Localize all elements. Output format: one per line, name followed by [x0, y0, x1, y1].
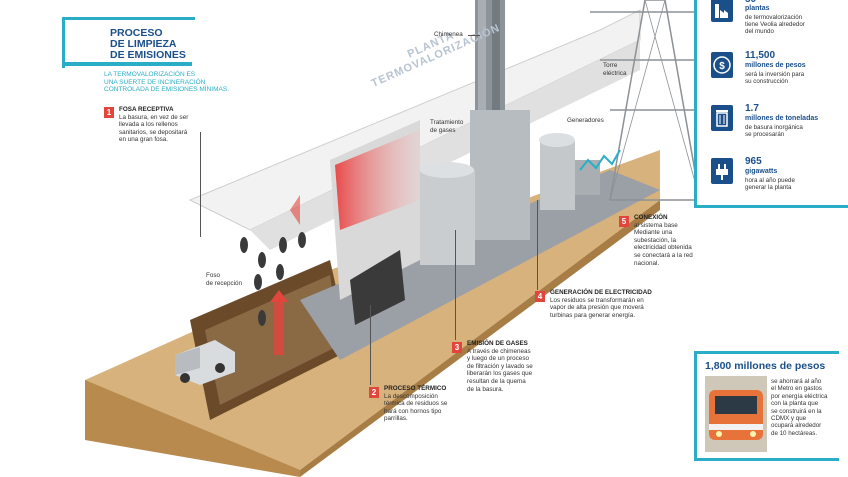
- stat-unit: gigawatts: [745, 168, 778, 175]
- stat-value: 1.7: [745, 103, 759, 114]
- intro-line-3: CONTROLADA DE EMISIONES MÍNIMAS.: [104, 86, 229, 93]
- step-heading: FOSA RECEPTIVA: [119, 106, 174, 113]
- metro-desc-line: CDMX y que: [771, 415, 807, 423]
- stat-unit: plantas: [745, 5, 770, 12]
- svg-text:$: $: [719, 61, 725, 72]
- step-number-2: 2: [369, 387, 379, 398]
- step-line: turbinas para generar energía.: [550, 311, 636, 319]
- metro-desc-line: con la planta que: [771, 400, 819, 408]
- title-line-1: PROCESO: [110, 27, 163, 39]
- step-line: al sistema base: [634, 221, 678, 229]
- metro-train-image: [705, 376, 767, 452]
- stat-desc-line: será la inversión para: [745, 71, 805, 78]
- stat-desc: hora al año puede generar la planta: [745, 177, 845, 191]
- tratamiento-label: Tratamiento de gases: [430, 119, 463, 134]
- stat-desc: será la inversión para su construcción: [745, 71, 845, 85]
- step-line: en una gran fosa.: [119, 136, 169, 144]
- step-line: sanitarios, se depositará: [119, 128, 188, 136]
- chimenea-label: Chimenea: [434, 31, 463, 38]
- metro-desc-line: de 10 hectáreas.: [771, 429, 818, 437]
- stat-unit: millones de pesos: [745, 62, 806, 69]
- title-underline: [62, 62, 192, 66]
- step-line: liberarán los gases que: [467, 370, 533, 378]
- step-line: La descomposición: [384, 392, 438, 400]
- step-number-5: 5: [619, 216, 629, 227]
- dollar-icon: $: [711, 52, 733, 78]
- step-line: térmica de residuos se: [384, 400, 448, 408]
- stat-desc: de basura inorgánica se procesarán: [745, 124, 845, 138]
- foso-label-line-2: de recepción: [206, 279, 243, 287]
- intro-text: LA TERMOVALORIZACIÓN ES UNA SUERTE DE IN…: [104, 71, 254, 94]
- step-generacion-electricidad: GENERACIÓN DE ELECTRICIDAD Los residuos …: [550, 289, 685, 319]
- stat-desc-line: del mundo: [745, 28, 774, 36]
- step-conexion: CONEXIÓN al sistema base Mediante una su…: [634, 214, 714, 267]
- stat-desc-line: su construcción: [745, 78, 788, 86]
- step-line: nacional.: [634, 259, 660, 267]
- stat-unit: millones de toneladas: [745, 115, 819, 122]
- step-line: vapor de alta presión que moverá: [550, 304, 644, 312]
- step-number-4: 4: [535, 291, 545, 302]
- step-number-3: 3: [452, 342, 462, 353]
- stat-desc-line: se procesarán: [745, 131, 785, 139]
- step-line: se conectará a la red: [634, 251, 693, 259]
- metro-desc-line: por energía eléctrica: [771, 392, 828, 400]
- foso-label-line-1: Foso: [206, 272, 220, 279]
- step-heading: PROCESO TÉRMICO: [384, 385, 447, 392]
- step-line: hará con hornos tipo: [384, 407, 442, 415]
- step-line: y luego de un proceso: [467, 355, 529, 363]
- stat-value: 11,500: [745, 50, 776, 61]
- generadores-label: Generadores: [567, 117, 604, 124]
- foso-label: Foso de recepción: [206, 272, 242, 287]
- step-proceso-termico: PROCESO TÉRMICO La descomposición térmic…: [384, 385, 484, 423]
- stat-desc-line: de termovalorización: [745, 14, 803, 21]
- factory-icon: [711, 0, 733, 22]
- step-heading: GENERACIÓN DE ELECTRICIDAD: [550, 289, 652, 296]
- stat-value: 50: [745, 0, 756, 5]
- step-line: Los residuos se transformarán en: [550, 296, 644, 304]
- step-line: electricidad obtenida: [634, 244, 692, 252]
- trash-icon: [711, 105, 733, 131]
- plug-icon: [711, 158, 733, 184]
- stat-desc-line: tiene Veolia alrededor: [745, 21, 805, 29]
- step-line: parrillas.: [384, 415, 408, 423]
- stat-value: 965: [745, 156, 762, 167]
- tratamiento-label-line-1: Tratamiento: [430, 119, 464, 126]
- step-line: de la basura.: [467, 385, 504, 393]
- metro-panel: 1,800 millones de pesos se ahorrará al a…: [694, 351, 839, 461]
- step-heading: CONEXIÓN: [634, 214, 668, 221]
- metro-desc-line: se ahorrará al año: [771, 378, 822, 385]
- torre-label-line-2: eléctrica: [603, 69, 627, 77]
- metro-headline: 1,800 millones de pesos: [705, 360, 826, 372]
- stats-panel: 50 plantas de termovalorización tiene Ve…: [694, 0, 848, 208]
- tratamiento-label-line-2: de gases: [430, 126, 456, 134]
- step-line: llevada a los rellenos: [119, 121, 178, 129]
- stat-desc-line: generar la planta: [745, 184, 792, 192]
- torre-label-line-1: Torre: [603, 62, 618, 69]
- stat-desc-line: de basura inorgánica: [745, 124, 803, 131]
- metro-desc-line: el Metro en gastos: [771, 385, 822, 393]
- step-number-1: 1: [104, 107, 114, 118]
- step-emision-gases: EMISIÓN DE GASES A través de chimeneas y…: [467, 340, 567, 393]
- metro-desc-line: se construirá en la: [771, 407, 822, 415]
- step-line: de filtración y lavado se: [467, 362, 533, 370]
- metro-desc-line: ocupará alrededor: [771, 422, 822, 430]
- stat-desc: de termovalorización tiene Veolia alrede…: [745, 14, 845, 36]
- metro-desc: se ahorrará al año el Metro en gastos po…: [771, 378, 835, 437]
- step-line: resultan de la quema: [467, 377, 526, 385]
- step-line: Mediante una: [634, 229, 673, 237]
- step-line: subestación, la: [634, 236, 677, 244]
- page-title: PROCESO DE LIMPIEZA DE EMISIONES: [110, 28, 186, 61]
- stat-desc-line: hora al año puede: [745, 177, 795, 184]
- step-line: La basura, en vez de ser: [119, 113, 189, 121]
- torre-label: Torre eléctrica: [603, 62, 626, 77]
- intro-line-2: UNA SUERTE DE INCINERACIÓN: [104, 78, 206, 86]
- title-line-2: DE LIMPIEZA: [110, 38, 177, 50]
- step-heading: EMISIÓN DE GASES: [467, 340, 528, 347]
- step-fosa-receptiva: FOSA RECEPTIVA La basura, en vez de ser …: [119, 106, 214, 144]
- step-line: A través de chimeneas: [467, 347, 531, 355]
- intro-line-1: LA TERMOVALORIZACIÓN ES: [104, 71, 196, 78]
- title-line-3: DE EMISIONES: [110, 49, 186, 61]
- title-frame: PROCESO DE LIMPIEZA DE EMISIONES: [62, 17, 195, 68]
